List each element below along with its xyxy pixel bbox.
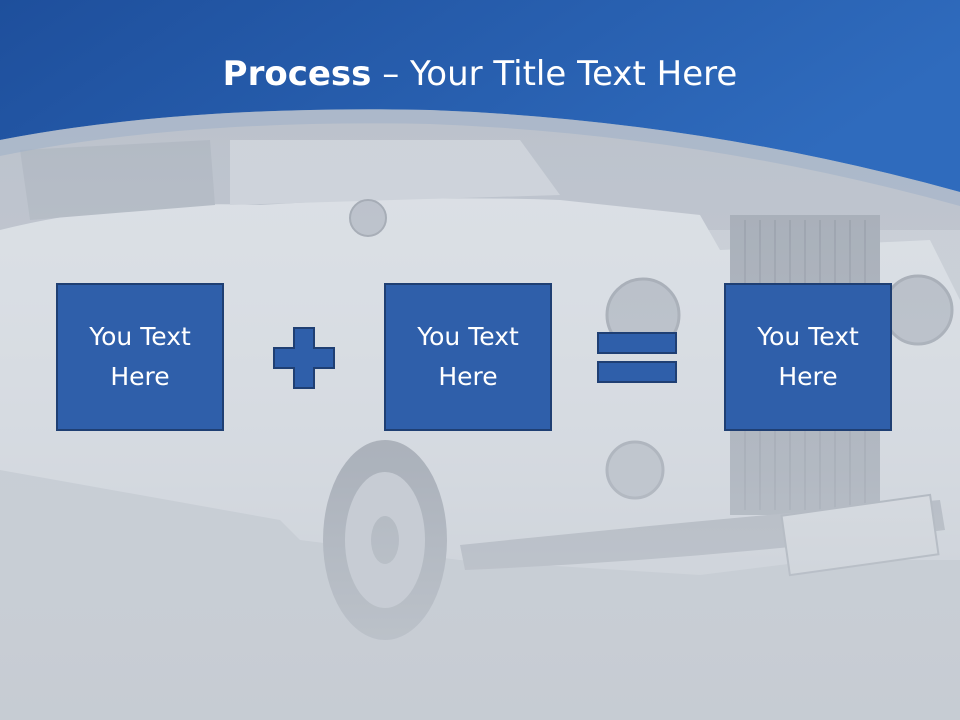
title-bold: Process <box>222 54 372 94</box>
process-box-2[interactable]: You Text Here <box>384 283 552 431</box>
process-box-3[interactable]: You Text Here <box>724 283 892 431</box>
process-box-1-text: You Text Here <box>89 322 191 391</box>
title-rest: Your Title Text Here <box>410 54 738 94</box>
equals-icon <box>597 332 677 383</box>
process-box-3-text: You Text Here <box>757 322 859 391</box>
title-dash: – <box>371 54 411 94</box>
process-box-2-text: You Text Here <box>417 322 519 391</box>
header-accent <box>0 109 960 206</box>
header-band <box>0 0 960 192</box>
plus-icon <box>273 327 335 389</box>
process-box-1[interactable]: You Text Here <box>56 283 224 431</box>
slide-title: Process – Your Title Text Here <box>0 52 960 96</box>
